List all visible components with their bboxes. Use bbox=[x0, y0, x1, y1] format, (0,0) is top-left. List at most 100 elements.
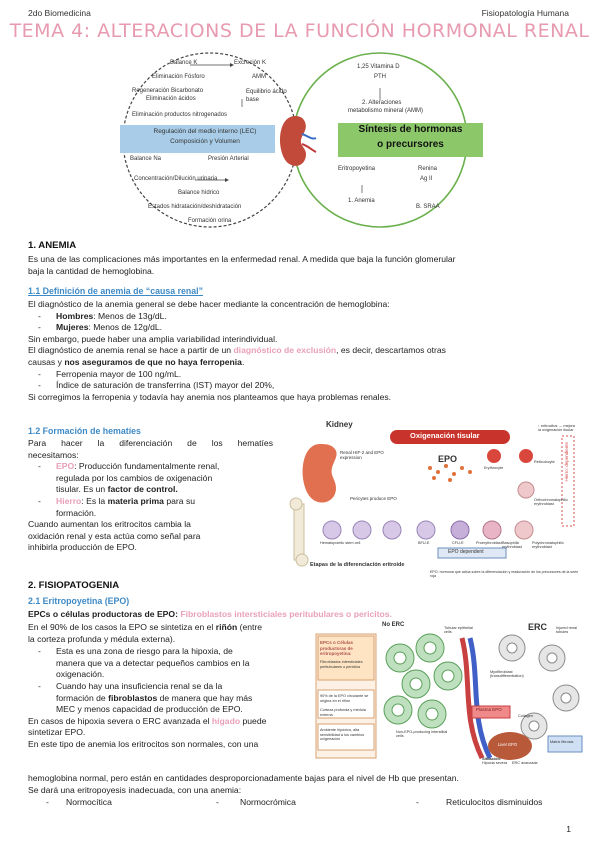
list-item-epo: EPO: Producción fundamentalmente renal, … bbox=[28, 461, 273, 496]
highlight-exclusion: diagnóstico de exclusión bbox=[233, 345, 337, 356]
plasma-epo-box bbox=[471, 705, 511, 719]
diagram-label: Estados hidratación/deshidratación bbox=[148, 204, 242, 210]
fig-label-epo: EPO bbox=[438, 454, 458, 464]
fibrosis-box bbox=[547, 735, 583, 753]
text-line: Sin embargo, puede haber una amplia vari… bbox=[28, 333, 278, 344]
text-line: inhibirla producción de EPO. bbox=[28, 542, 137, 553]
tubules bbox=[383, 633, 580, 740]
kidney-icon bbox=[279, 116, 317, 166]
text-line: El diagnóstico de la anemia general se d… bbox=[28, 299, 390, 309]
text-line: causas y nos aseguramos de que no haya f… bbox=[28, 357, 576, 369]
page-number: 1 bbox=[566, 824, 571, 834]
epo-dots bbox=[428, 464, 472, 482]
list-item: Índice de saturación de transferrina (IS… bbox=[28, 380, 576, 392]
list-item: Hombres: Menos de 13g/dL. bbox=[28, 311, 576, 323]
text-span: puede bbox=[240, 715, 267, 726]
bold-rinon: riñón bbox=[215, 622, 238, 632]
fig2-label-erc: ERC bbox=[528, 622, 548, 632]
text-span: para su bbox=[163, 495, 196, 506]
text-span: : Es la bbox=[81, 495, 108, 506]
text-span: En casos de hipoxia severa o ERC avanzad… bbox=[28, 715, 212, 726]
section-heading-anemia: 1. ANEMIA bbox=[28, 240, 77, 251]
fig2-label-plasma: Plasma EPO bbox=[476, 707, 502, 712]
type-normocitica: Normocítica bbox=[66, 797, 112, 807]
fig2-label-tub: Tubular epithelial cells bbox=[444, 626, 473, 634]
diagram-label: Concentración/Dilución urinaria bbox=[134, 176, 218, 182]
text-line: oxidación renal y esta actúa como señal … bbox=[28, 530, 201, 541]
text-line: En este tipo de anemia los eritrocitos s… bbox=[28, 738, 259, 749]
kidney-function-diagram: Balance K Excreción K Eliminación Fósfor… bbox=[112, 50, 492, 230]
fig2-label-sit2: ERC avanzada bbox=[512, 761, 538, 765]
subheading-definicion: 1.1 Definición de anemia de “causa renal… bbox=[28, 286, 203, 296]
diagram-label: Eliminación productos nitrogenados bbox=[132, 112, 228, 118]
text-line: Cuando hay una insuficiencia renal se da… bbox=[56, 680, 223, 691]
text-line: Esta es una zona de riesgo para la hipox… bbox=[56, 646, 233, 657]
text-hombres: : Menos de 13g/dL. bbox=[93, 310, 167, 321]
text-span: En el 90% de los casos la EPO se sinteti… bbox=[28, 622, 216, 632]
text-line: Es una de las complicaciones más importa… bbox=[28, 254, 456, 264]
text-span: . bbox=[241, 356, 245, 367]
text-span: de manera que hay más bbox=[157, 692, 253, 703]
epo-label: EPO bbox=[56, 461, 75, 472]
type-normocromica: Normocrómica bbox=[240, 797, 296, 807]
highlight-fibroblastos: Fibroblastos intersticiales peritubulare… bbox=[180, 609, 392, 619]
cell-row bbox=[322, 449, 535, 540]
diagram-label: Ag II bbox=[420, 176, 433, 182]
fig2-box-title: EPCs o Células productoras de eritropoye… bbox=[320, 640, 354, 656]
diagram-label: Presión Arterial bbox=[208, 156, 249, 162]
text-line: manera que va a detectar pequeños cambio… bbox=[56, 657, 250, 668]
text-span: : Producción fundamentalmente renal, bbox=[74, 461, 220, 472]
formacion-body: Para hacer la diferenciación de los hema… bbox=[28, 438, 273, 554]
header-right: Fisiopatología Humana bbox=[481, 8, 569, 18]
left-box-line1: Regulación del medio interno (LEC) bbox=[153, 128, 257, 135]
fig2-box3: Ambiente hipóxico, alta sensibilidad a l… bbox=[320, 728, 365, 742]
text-span: causas y bbox=[28, 356, 65, 367]
diagram-label: Eritropoyetina bbox=[338, 166, 376, 172]
type-reticulocitos: Reticulocitos disminuidos bbox=[446, 797, 543, 807]
list-item: Ferropenia mayor de 100 ng/mL. bbox=[28, 369, 576, 381]
text-line: Para hacer la diferenciación de los hema… bbox=[28, 438, 273, 448]
list-item: Mujeres: Menos de 12g/dL. bbox=[28, 322, 576, 334]
iron-box bbox=[561, 435, 575, 527]
left-box-line2: Composición y Volumen bbox=[170, 138, 240, 145]
fig-label-pro: Proerythroblast bbox=[476, 541, 502, 545]
label-mujeres: Mujeres bbox=[56, 322, 89, 333]
anemia-body: hemoglobina normal, pero están en cantid… bbox=[28, 773, 588, 796]
right-box-line1: Síntesis de hormonas bbox=[358, 124, 463, 135]
diagram-label: B. SRAA bbox=[416, 204, 440, 210]
diagram-label: 1,25 Vitamina D bbox=[357, 64, 400, 70]
text-line: necesitamos: bbox=[28, 449, 79, 460]
bold-fibroblastos: fibroblastos bbox=[108, 692, 158, 703]
fig-label-hsc: Hematopoietic stem cell bbox=[320, 541, 361, 545]
list-item-hierro: Hierro: Es la materia prima para su form… bbox=[28, 496, 273, 519]
epo-body: En el 90% de los casos la EPO se sinteti… bbox=[28, 622, 310, 751]
text-line: hemoglobina normal, pero están en cantid… bbox=[28, 773, 459, 783]
text-line: El diagnóstico de anemia renal se hace a… bbox=[28, 345, 576, 357]
header-left: 2do Biomedicina bbox=[28, 8, 91, 18]
text-span: regulada por los cambios de oxigenación bbox=[56, 472, 213, 483]
text-span: (entre bbox=[237, 622, 263, 632]
diagram-label: Balance K bbox=[170, 60, 198, 66]
highlight-higado: hígado bbox=[211, 715, 241, 726]
fig2-label-fib: Matrix fibrosis bbox=[550, 740, 574, 744]
fig-label-ortho: Orthochromatophilic erythroblast bbox=[534, 498, 568, 506]
diagram-label: Equilibrio ácido base bbox=[246, 89, 287, 103]
erythropoiesis-figure: Kidney Oxigenación tisular EPO Renal HIF… bbox=[280, 420, 580, 580]
dash: - bbox=[46, 797, 49, 807]
liver-icon bbox=[488, 732, 532, 760]
fig2-label-col: Collagen bbox=[518, 714, 533, 718]
fig-label-sat: ↑ eritrocitos → mejora la oxigenación ti… bbox=[538, 424, 575, 432]
text-line: En el 90% de los casos la EPO se sinteti… bbox=[28, 622, 310, 634]
text-span: formación de bbox=[56, 692, 109, 703]
subheading-epo: 2.1 Eritropoyetina (EPO) bbox=[28, 596, 130, 606]
fig2-box2b: Corteza profunda y médula externa bbox=[320, 708, 366, 717]
diagram-label: Formación orina bbox=[188, 218, 232, 224]
diagram-label: AMM bbox=[252, 74, 266, 80]
fig-label-epo-dependent: EPO dependent bbox=[448, 549, 484, 555]
vessel bbox=[459, 637, 485, 760]
text-line: Cuando aumentan los eritrocitos cambia l… bbox=[28, 519, 191, 530]
page-title: TEMA 4: ALTERACIONS DE LA FUNCIÓN HORMON… bbox=[9, 20, 590, 42]
text-line: la corteza profunda y médula externa). bbox=[28, 633, 176, 644]
fig2-box2: 90% de la EPO circulante se origina en e… bbox=[320, 694, 369, 703]
definicion-body: El diagnóstico de la anemia general se d… bbox=[28, 299, 576, 403]
